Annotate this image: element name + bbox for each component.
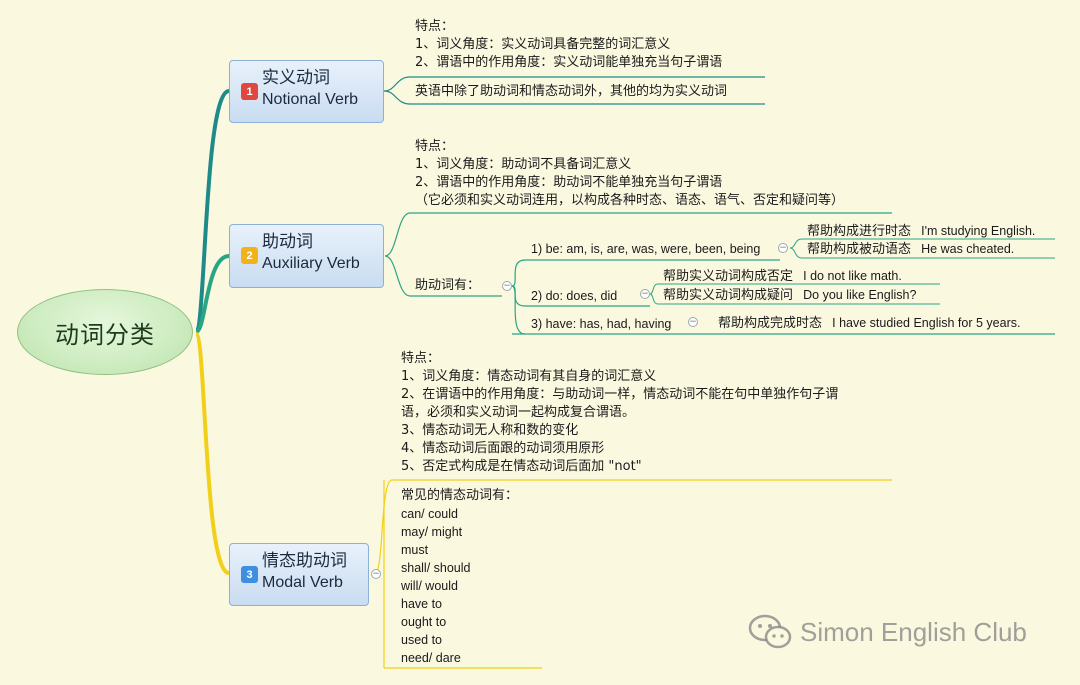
use-zh: 帮助实义动词构成否定 — [663, 269, 794, 284]
feature-line: 语，必须和实义动词一起构成复合谓语。 — [401, 405, 636, 420]
modal-verb-item: need/ dare — [401, 651, 461, 665]
notional-features[interactable]: 特点： 1、词义角度：实义动词具备完整的词汇意义 2、谓语中的作用角度：实义动词… — [415, 18, 722, 72]
feature-line: 1、词义角度：实义动词具备完整的词汇意义 — [415, 37, 671, 52]
modal-verb-item: will/ would — [401, 579, 458, 593]
auxiliary-has-label[interactable]: 助动词有： — [415, 278, 481, 293]
feature-line: 2、谓语中的作用角度：实义动词能单独充当句子谓语 — [415, 55, 723, 70]
feature-line: 3、情态动词无人称和数的变化 — [401, 423, 579, 438]
priority-1-badge: 1 — [241, 83, 258, 100]
auxiliary-features[interactable]: 特点： 1、词义角度：助动词不具备词汇意义 2、谓语中的作用角度：助动词不能单独… — [415, 138, 844, 210]
branch-auxiliary — [194, 254, 230, 334]
feature-line: 2、在谓语中的作用角度：与助动词一样，情态动词不能在句中单独作句子谓 — [401, 387, 839, 402]
topic-modal-verb[interactable]: 3 情态助动词 Modal Verb — [229, 543, 369, 606]
modal-verb-item: have to — [401, 597, 443, 611]
collapse-toggle-icon[interactable]: − — [371, 569, 381, 579]
aux-be-label[interactable]: 1) be: am, is, are, was, were, been, bei… — [531, 242, 761, 256]
use-example: He was cheated. — [921, 242, 1015, 256]
feature-line: 5、否定式构成是在情态动词后面加 "not" — [401, 459, 642, 474]
topic-label-zh: 助动词 — [262, 232, 313, 252]
topic-label-en: Modal Verb — [262, 574, 343, 591]
feature-line: 1、词义角度：助动词不具备词汇意义 — [415, 157, 632, 172]
watermark: Simon English Club — [748, 614, 1027, 650]
modal-verb-item: can/ could — [401, 507, 458, 521]
common-title: 常见的情态动词有： — [401, 488, 519, 503]
watermark-text: Simon English Club — [800, 616, 1027, 647]
aux-have-use-1[interactable]: 帮助构成完成时态 I have studied English for 5 ye… — [718, 314, 1020, 333]
topic-label-zh: 情态助动词 — [262, 551, 347, 571]
branch-notional — [194, 89, 230, 332]
topic-label-en: Notional Verb — [262, 91, 359, 108]
modal-verb-item: shall/ should — [401, 561, 471, 575]
modal-verb-item: used to — [401, 633, 443, 647]
topic-auxiliary-verb[interactable]: 2 助动词 Auxiliary Verb — [229, 224, 384, 288]
modal-features[interactable]: 特点： 1、词义角度：情态动词有其自身的词汇意义 2、在谓语中的作用角度：与助动… — [401, 350, 838, 476]
use-zh: 帮助构成完成时态 — [718, 316, 823, 331]
use-zh: 帮助构成进行时态 — [807, 224, 912, 239]
topic-label-zh: 实义动词 — [262, 68, 330, 88]
modal-verb-item: ought to — [401, 615, 447, 629]
feature-line: 1、词义角度：情态动词有其自身的词汇意义 — [401, 369, 657, 384]
use-example: Do you like English? — [803, 288, 917, 302]
modal-common-list[interactable]: 常见的情态动词有： can/ could may/ might must sha… — [401, 487, 518, 667]
collapse-toggle-icon[interactable]: − — [778, 243, 788, 253]
use-zh: 帮助构成被动语态 — [807, 242, 912, 257]
collapse-toggle-icon[interactable]: − — [640, 289, 650, 299]
feature-line: 4、情态动词后面跟的动词须用原形 — [401, 441, 605, 456]
collapse-toggle-icon[interactable]: − — [502, 281, 512, 291]
aux-do-use-2[interactable]: 帮助实义动词构成疑问 Do you like English? — [663, 286, 916, 305]
use-zh: 帮助实义动词构成疑问 — [663, 288, 794, 303]
aux-do-use-1[interactable]: 帮助实义动词构成否定 I do not like math. — [663, 267, 902, 286]
branch-modal — [194, 332, 230, 575]
priority-3-badge: 3 — [241, 566, 258, 583]
feature-line: 2、谓语中的作用角度：助动词不能单独充当句子谓语 — [415, 175, 723, 190]
features-title: 特点： — [415, 19, 455, 34]
topic-label-en: Auxiliary Verb — [262, 255, 360, 272]
aux-be-use-1[interactable]: 帮助构成进行时态 I'm studying English. — [807, 222, 1035, 241]
notional-note[interactable]: 英语中除了助动词和情态动词外，其他的均为实义动词 — [415, 84, 728, 99]
collapse-toggle-icon[interactable]: − — [688, 317, 698, 327]
central-topic[interactable]: 动词分类 — [17, 289, 193, 375]
use-example: I do not like math. — [803, 269, 902, 283]
aux-be-use-2[interactable]: 帮助构成被动语态 He was cheated. — [807, 240, 1014, 259]
features-title: 特点： — [415, 139, 455, 154]
use-example: I'm studying English. — [921, 224, 1036, 238]
aux-do-label[interactable]: 2) do: does, did — [531, 289, 618, 303]
modal-verb-item: may/ might — [401, 525, 463, 539]
modal-verb-item: must — [401, 543, 429, 557]
features-title: 特点： — [401, 351, 441, 366]
central-topic-label: 动词分类 — [55, 320, 155, 349]
topic-notional-verb[interactable]: 1 实义动词 Notional Verb — [229, 60, 384, 123]
priority-2-badge: 2 — [241, 247, 258, 264]
use-example: I have studied English for 5 years. — [832, 316, 1021, 330]
feature-line: （它必须和实义动词连用，以构成各种时态、语态、语气、否定和疑问等） — [415, 193, 845, 208]
aux-have-label[interactable]: 3) have: has, had, having — [531, 317, 672, 331]
wechat-icon — [748, 614, 792, 649]
